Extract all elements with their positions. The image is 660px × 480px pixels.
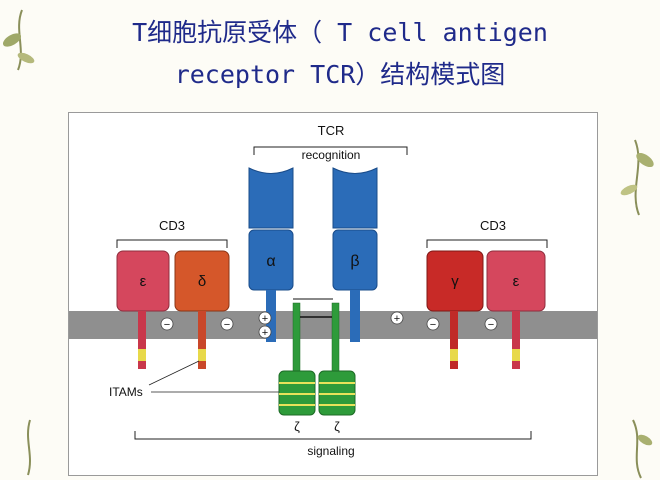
cd3-right-label: CD3 xyxy=(480,218,506,233)
zeta-chain-left xyxy=(278,302,316,416)
svg-text:−: − xyxy=(164,319,170,331)
title-line-1: T细胞抗原受体（ T cell antigen xyxy=(132,18,548,47)
signaling-label: signaling xyxy=(307,444,354,458)
charge-minus-1: − xyxy=(160,317,174,331)
itams-label: ITAMs xyxy=(109,385,143,399)
tcr-structure-diagram: TCR recognition CD3 CD3 α β xyxy=(69,113,597,475)
svg-text:−: − xyxy=(488,319,494,331)
charge-minus-4: − xyxy=(484,317,498,331)
vine-decoration-left xyxy=(2,9,35,476)
recognition-bracket xyxy=(253,146,408,155)
charge-plus-1: + xyxy=(258,311,272,325)
cd3-epsilon-right xyxy=(486,250,546,369)
svg-text:+: + xyxy=(262,327,268,339)
slide-title: T细胞抗原受体（ T cell antigen receptor TCR）结构模… xyxy=(40,12,640,96)
svg-text:+: + xyxy=(262,313,268,325)
tcr-beta-chain xyxy=(332,167,378,342)
epsilon-left-label: ε xyxy=(140,273,147,290)
charge-plus-3: + xyxy=(390,311,404,325)
svg-text:+: + xyxy=(394,313,400,325)
zeta-chain-right xyxy=(318,302,356,416)
alpha-label: α xyxy=(266,253,275,270)
epsilon-right-label: ε xyxy=(513,273,520,290)
charge-minus-3: − xyxy=(426,317,440,331)
itams-pointer-1 xyxy=(148,360,200,386)
recognition-label: recognition xyxy=(302,148,361,162)
title-line-2: receptor TCR）结构模式图 xyxy=(174,60,506,89)
cd3-epsilon-left xyxy=(116,250,170,369)
cd3-right-bracket xyxy=(426,239,548,248)
charge-plus-2: + xyxy=(258,325,272,339)
tcr-label: TCR xyxy=(318,123,345,138)
zeta-right-label: ζ xyxy=(334,419,340,434)
cd3-left-bracket xyxy=(116,239,228,248)
beta-label: β xyxy=(350,253,359,270)
svg-text:−: − xyxy=(224,319,230,331)
signaling-bracket xyxy=(134,431,532,440)
charge-minus-2: − xyxy=(220,317,234,331)
cd3-left-label: CD3 xyxy=(159,218,185,233)
svg-text:−: − xyxy=(430,319,436,331)
diagram-frame: TCR recognition CD3 CD3 α β xyxy=(68,112,598,476)
cd3-gamma xyxy=(426,250,484,369)
delta-label: δ xyxy=(198,273,206,290)
gamma-label: γ xyxy=(451,273,459,290)
vine-decoration-right xyxy=(620,139,654,479)
cd3-delta xyxy=(174,250,230,369)
zeta-left-label: ζ xyxy=(294,419,300,434)
